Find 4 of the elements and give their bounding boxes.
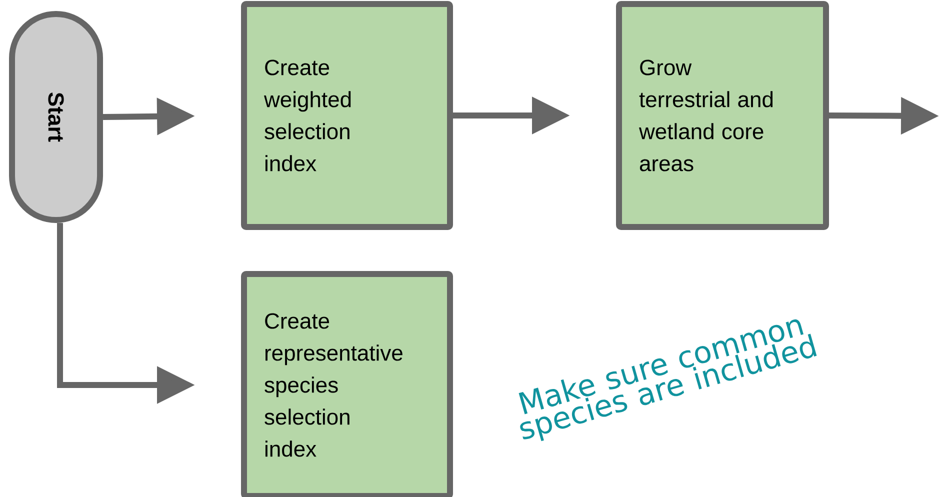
- start-terminal: Start: [9, 11, 104, 223]
- process-box: Grow terrestrial and wetland core areas: [616, 1, 829, 230]
- process-box: Create weighted selection index: [241, 1, 453, 230]
- process-box: Create representative species selection index: [241, 271, 453, 497]
